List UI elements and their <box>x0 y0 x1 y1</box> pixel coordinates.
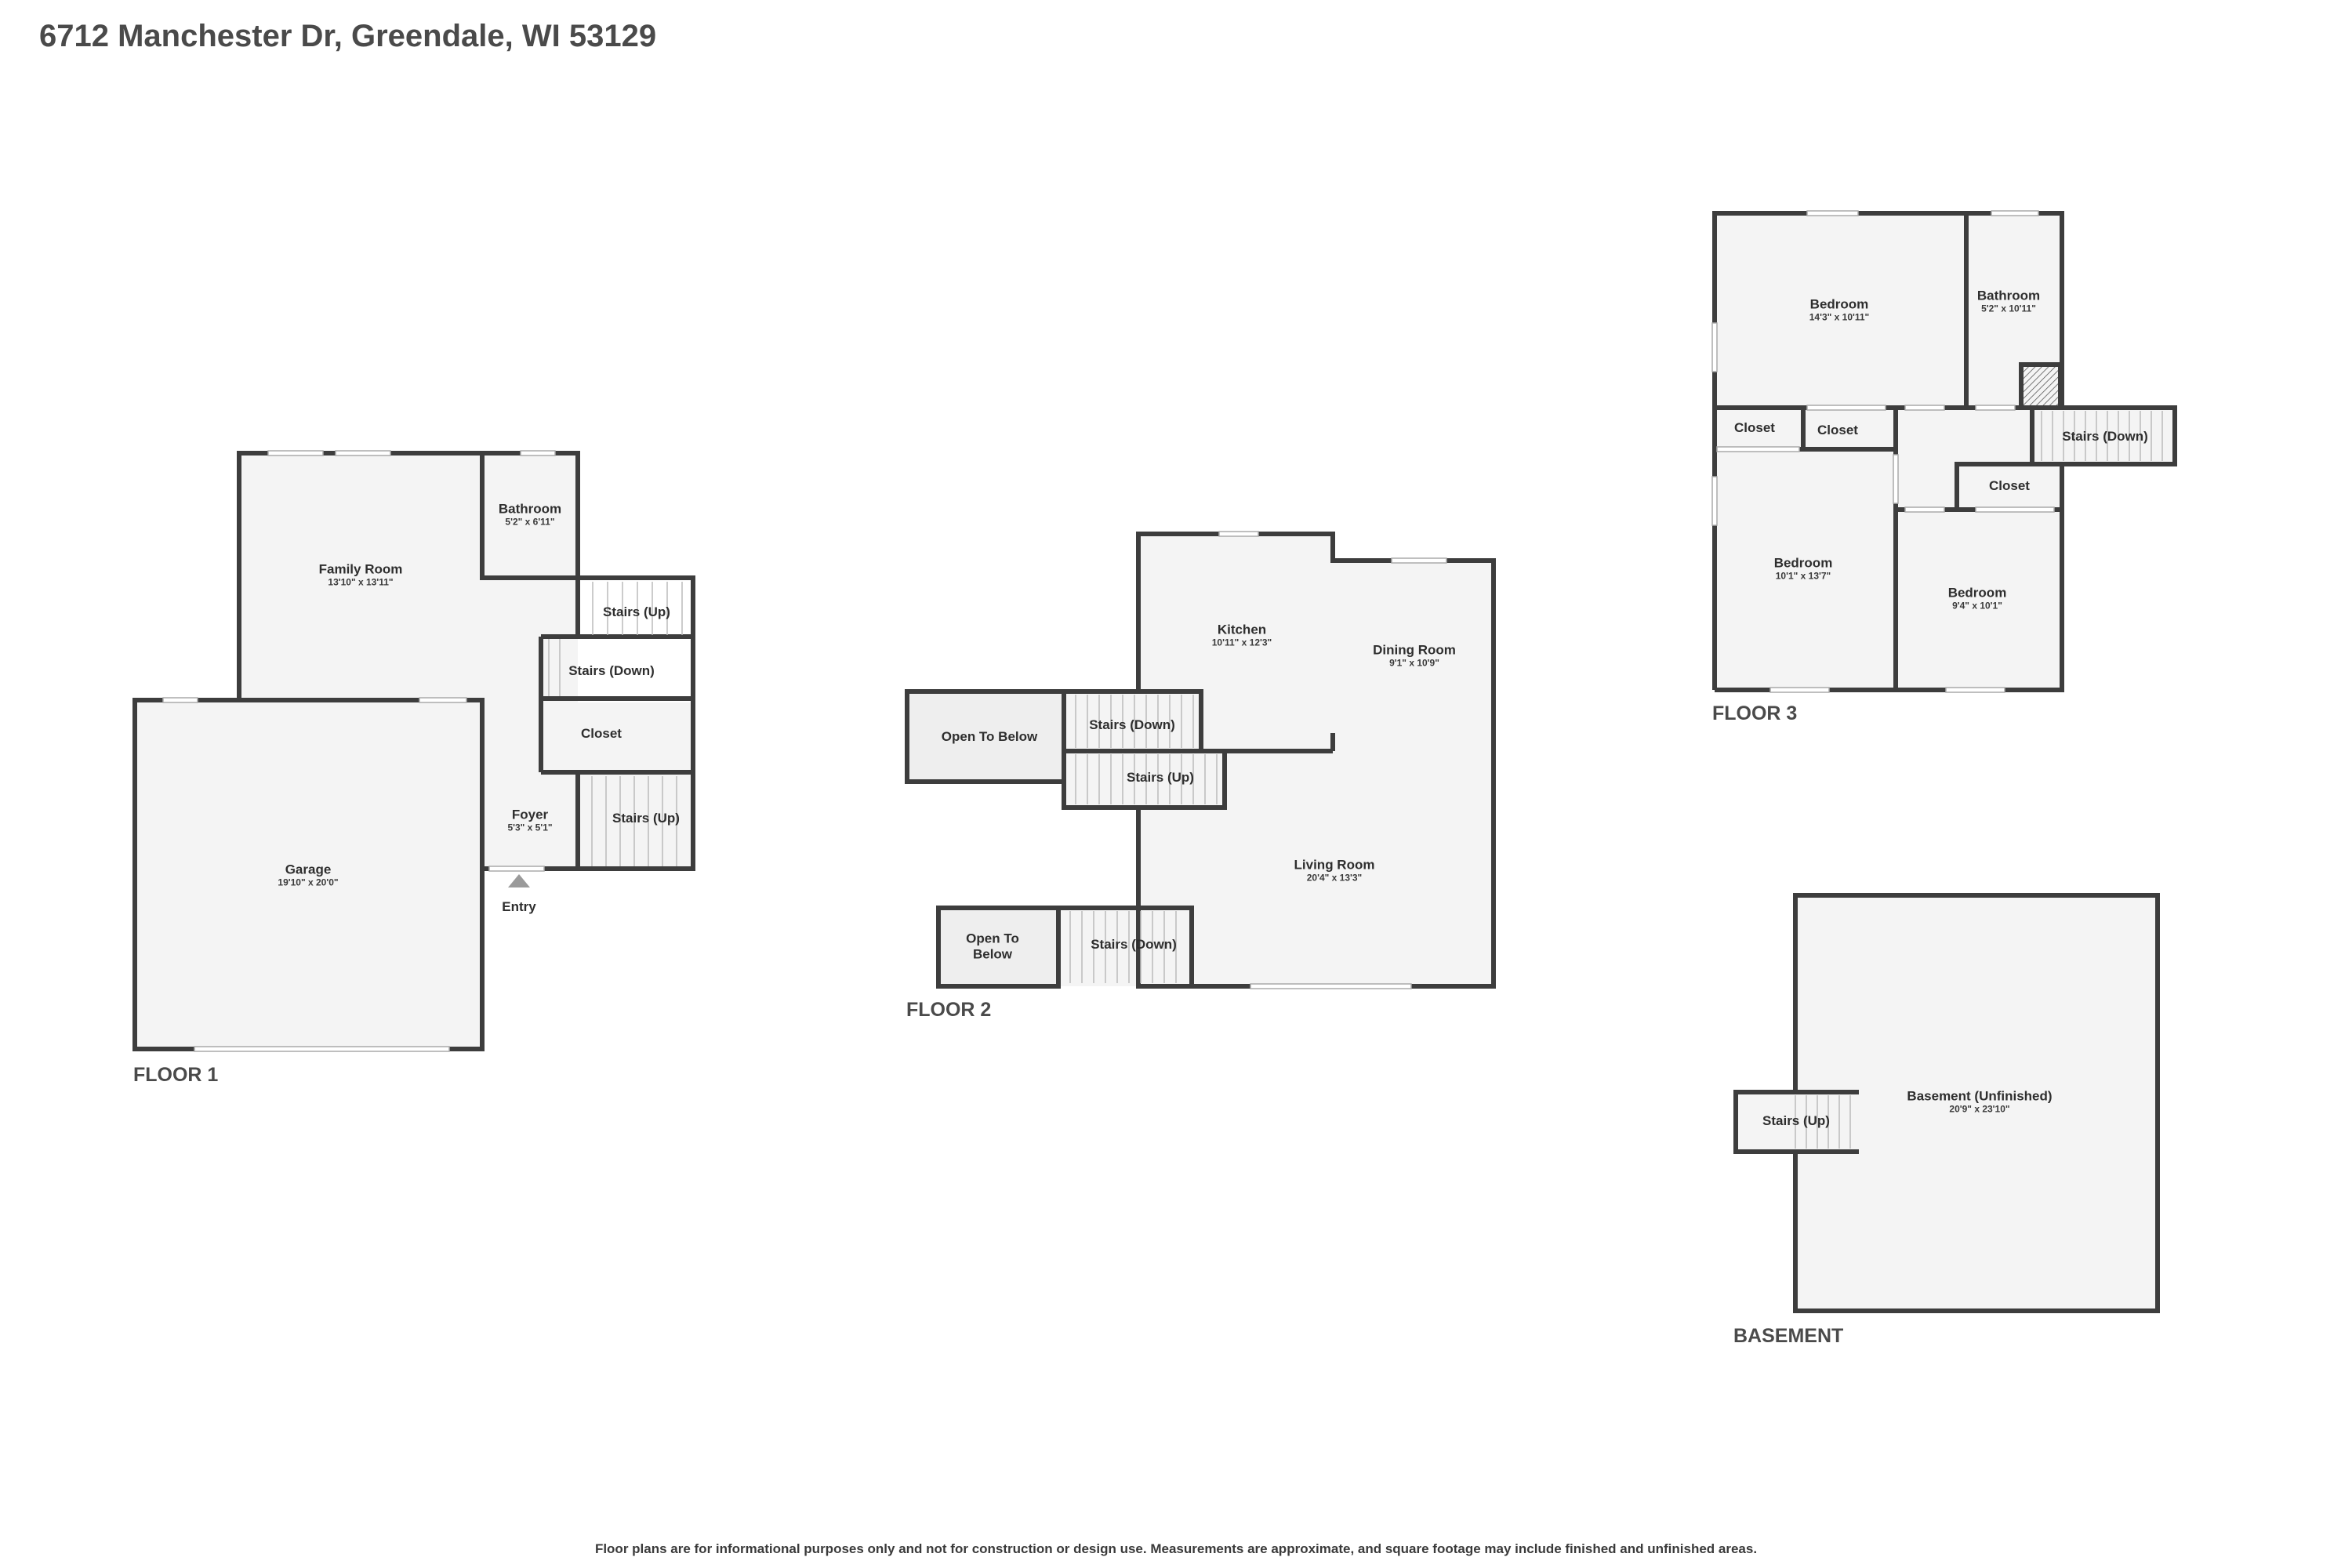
room-name: Stairs (Down) <box>1091 937 1177 953</box>
entry-label: Entry <box>502 899 535 915</box>
entry-text: Entry <box>502 899 536 915</box>
room-closet: Closet <box>1989 478 2030 494</box>
room-closet: Closet <box>1734 420 1775 436</box>
room-name: Bedroom <box>1947 585 2007 601</box>
room-name: Closet <box>581 726 622 742</box>
room-name: Living Room <box>1294 857 1375 873</box>
room-basement-unfinished: Basement (Unfinished) 20'9" x 23'10" <box>1907 1088 2052 1114</box>
room-name: Stairs (Down) <box>1089 717 1175 733</box>
room-name: Closet <box>1817 423 1858 438</box>
room-open-to-below: Open To Below <box>949 931 1036 961</box>
room-name: Open To Below <box>966 931 1019 961</box>
room-name: Family Room <box>318 561 403 577</box>
room-name: Stairs (Up) <box>1762 1113 1830 1129</box>
room-dimensions: 5'2" x 6'11" <box>505 515 555 527</box>
room-bathroom: Bathroom 5'2" x 10'11" <box>1977 288 2040 314</box>
room-garage: Garage 19'10" x 20'0" <box>278 862 338 887</box>
floor-3-label: FLOOR 3 <box>1712 702 1798 724</box>
room-name: Stairs (Up) <box>1127 770 1194 786</box>
page-title: 6712 Manchester Dr, Greendale, WI 53129 <box>39 19 657 53</box>
room-dimensions: 10'11" x 12'3" <box>1211 636 1272 648</box>
room-stairs-up: Stairs (Up) <box>603 604 670 620</box>
room-open-to-below: Open To Below <box>942 729 1037 745</box>
room-bedroom: Bedroom 10'1" x 13'7" <box>1774 555 1833 581</box>
room-family-room: Family Room 13'10" x 13'11" <box>319 561 403 587</box>
room-name: Bedroom <box>1773 555 1833 571</box>
floor-2-plan <box>905 531 1496 989</box>
room-dimensions: 9'4" x 10'1" <box>1952 599 2002 611</box>
room-closet: Closet <box>1817 423 1858 438</box>
room-stairs-up: Stairs (Up) <box>1127 770 1194 786</box>
room-name: Stairs (Down) <box>2062 429 2148 445</box>
room-foyer: Foyer 5'3" x 5'1" <box>507 807 552 833</box>
room-name: Closet <box>1989 478 2030 494</box>
room-closet: Closet <box>581 726 622 742</box>
basement-label: BASEMENT <box>1733 1325 1844 1347</box>
floor-1-plan <box>132 450 695 1052</box>
room-bedroom: Bedroom 9'4" x 10'1" <box>1948 585 2007 611</box>
room-bedroom: Bedroom 14'3" x 10'11" <box>1809 296 1869 322</box>
room-stairs-down: Stairs (Down) <box>568 663 655 679</box>
room-dimensions: 20'9" x 23'10" <box>1949 1102 2010 1114</box>
floor-2-label: FLOOR 2 <box>906 999 992 1021</box>
room-dimensions: 14'3" x 10'11" <box>1809 310 1870 322</box>
room-name: Stairs (Up) <box>612 811 680 826</box>
room-name: Foyer <box>511 807 549 822</box>
room-living-room: Living Room 20'4" x 13'3" <box>1294 857 1375 883</box>
room-dimensions: 13'10" x 13'11" <box>328 575 394 587</box>
room-dimensions: 9'1" x 10'9" <box>1389 656 1439 668</box>
floor-1-label: FLOOR 1 <box>133 1064 219 1086</box>
room-name: Garage <box>285 862 332 877</box>
basement-plan <box>1733 893 2160 1313</box>
room-dimensions: 5'3" x 5'1" <box>507 821 553 833</box>
room-stairs-down: Stairs (Down) <box>2062 429 2148 445</box>
room-name: Kitchen <box>1217 622 1267 637</box>
room-stairs-up: Stairs (Up) <box>1762 1113 1830 1129</box>
room-stairs-up: Stairs (Up) <box>612 811 680 826</box>
floor-3-plan <box>1711 210 2177 693</box>
room-name: Closet <box>1734 420 1775 436</box>
room-kitchen: Kitchen 10'11" x 12'3" <box>1212 622 1272 648</box>
room-dimensions: 10'1" x 13'7" <box>1775 569 1831 581</box>
room-name: Bedroom <box>1809 296 1869 312</box>
room-stairs-down: Stairs (Down) <box>1091 937 1177 953</box>
disclaimer-text: Floor plans are for informational purpos… <box>594 1541 1758 1556</box>
entry-arrow-icon <box>508 874 530 887</box>
room-name: Bathroom <box>498 501 562 517</box>
room-name: Stairs (Down) <box>568 663 655 679</box>
room-dimensions: 20'4" x 13'3" <box>1306 871 1363 883</box>
room-name: Dining Room <box>1373 642 1456 658</box>
room-name: Stairs (Up) <box>603 604 670 620</box>
room-dimensions: 5'2" x 10'11" <box>1981 302 2036 314</box>
room-name: Open To Below <box>941 729 1038 745</box>
room-name: Bathroom <box>1976 288 2041 303</box>
room-dining-room: Dining Room 9'1" x 10'9" <box>1373 642 1456 668</box>
room-name: Basement (Unfinished) <box>1907 1088 2053 1104</box>
room-dimensions: 19'10" x 20'0" <box>278 876 339 887</box>
room-stairs-down: Stairs (Down) <box>1089 717 1175 733</box>
room-bathroom: Bathroom 5'2" x 6'11" <box>499 501 561 527</box>
